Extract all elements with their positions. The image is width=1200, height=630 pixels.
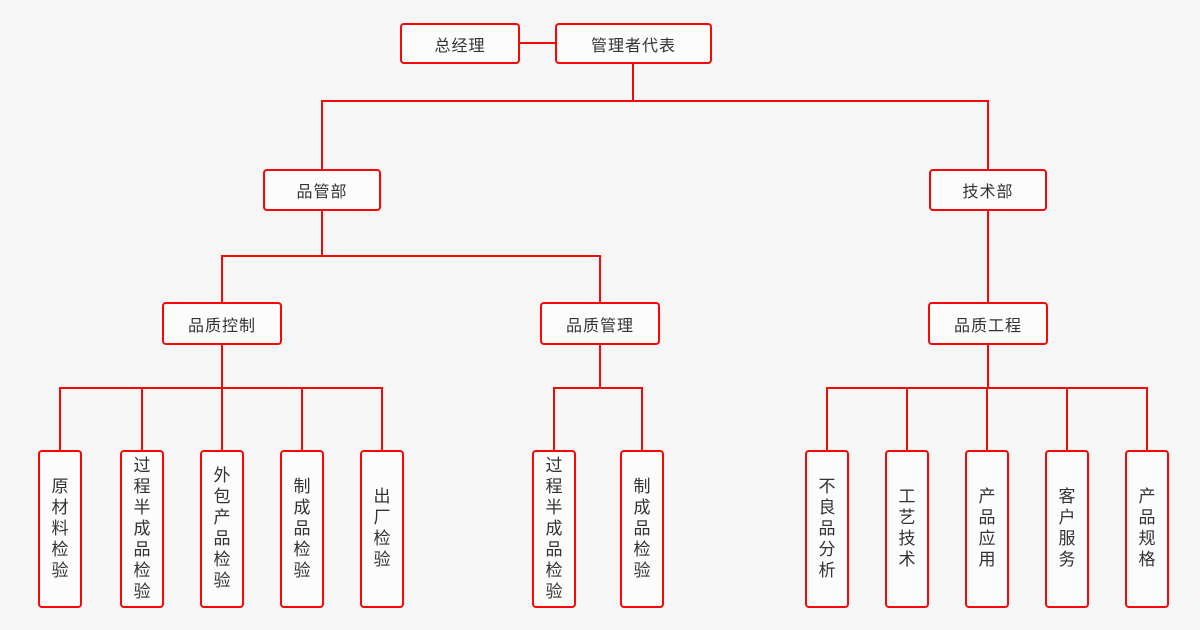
connector-line — [221, 387, 223, 451]
node-product-application: 产品应用 — [965, 450, 1009, 608]
connector-line — [301, 387, 303, 451]
node-label: 品质控制 — [187, 315, 256, 335]
node-quality-management: 品质管理 — [540, 302, 660, 345]
connector-line — [381, 387, 383, 451]
node-process-technology: 工艺技术 — [885, 450, 929, 608]
connector-line — [59, 387, 61, 451]
node-qm-finished-product-inspection: 制成品检验 — [620, 450, 664, 608]
node-quality-engineering: 品质工程 — [928, 302, 1048, 345]
node-label: 工艺技术 — [898, 487, 916, 570]
node-label: 总经理 — [434, 35, 486, 55]
connector-line — [141, 387, 143, 451]
node-label: 外包产品检验 — [213, 466, 231, 591]
connector-line — [906, 387, 908, 451]
connector-line — [221, 255, 601, 257]
node-label: 产品应用 — [978, 487, 996, 570]
node-label: 出厂检验 — [373, 487, 391, 570]
node-label: 品质工程 — [953, 315, 1022, 335]
node-customer-service: 客户服务 — [1045, 450, 1089, 608]
node-technology-dept: 技术部 — [929, 169, 1047, 211]
node-general-manager: 总经理 — [400, 23, 520, 64]
node-process-semi-finished-inspection: 过程半成品检验 — [120, 450, 164, 608]
node-product-specification: 产品规格 — [1125, 450, 1169, 608]
node-label: 原材料检验 — [51, 476, 69, 581]
connector-line — [1066, 387, 1068, 451]
node-label: 制成品检验 — [633, 476, 651, 581]
connector-line — [321, 100, 989, 102]
node-label: 管理者代表 — [590, 35, 676, 55]
connector-line — [986, 387, 988, 451]
node-label: 品管部 — [296, 182, 348, 201]
connector-line — [632, 63, 634, 102]
node-outgoing-inspection: 出厂检验 — [360, 450, 404, 608]
node-outsourced-product-inspection: 外包产品检验 — [200, 450, 244, 608]
node-management-representative: 管理者代表 — [555, 23, 712, 64]
connector-line — [826, 387, 828, 451]
node-label: 制成品检验 — [293, 476, 311, 581]
node-label: 品质管理 — [565, 315, 634, 335]
connector-line — [987, 100, 989, 170]
node-label: 过程半成品检验 — [133, 455, 151, 602]
connector-line — [987, 344, 989, 388]
connector-line — [553, 387, 555, 451]
node-label: 技术部 — [962, 182, 1014, 201]
connector-line — [221, 255, 223, 303]
connector-line — [599, 255, 601, 303]
node-label: 不良品分析 — [818, 476, 836, 581]
connector-line — [520, 42, 555, 44]
connector-line — [641, 387, 643, 451]
connector-line — [987, 210, 989, 303]
connector-line — [1146, 387, 1148, 451]
node-raw-material-inspection: 原材料检验 — [38, 450, 82, 608]
node-label: 客户服务 — [1058, 487, 1076, 570]
node-defective-product-analysis: 不良品分析 — [805, 450, 849, 608]
connector-line — [599, 344, 601, 388]
node-quality-control: 品质控制 — [162, 302, 282, 345]
connector-line — [553, 387, 643, 389]
connector-line — [221, 344, 223, 388]
node-label: 产品规格 — [1138, 487, 1156, 570]
node-quality-dept: 品管部 — [263, 169, 381, 211]
node-finished-product-inspection: 制成品检验 — [280, 450, 324, 608]
node-qm-process-semi-finished-inspection: 过程半成品检验 — [532, 450, 576, 608]
connector-line — [321, 210, 323, 256]
node-label: 过程半成品检验 — [545, 455, 563, 602]
connector-line — [321, 100, 323, 170]
